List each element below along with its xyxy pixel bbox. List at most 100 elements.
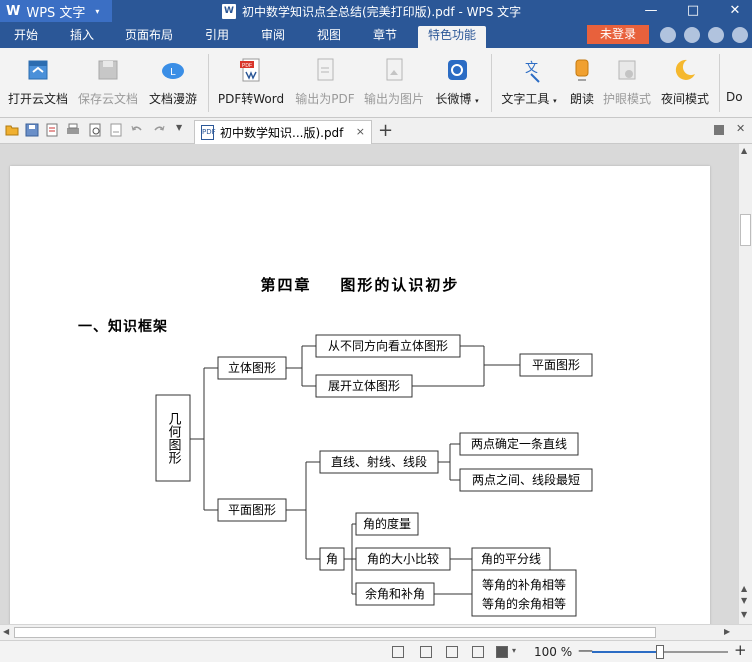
menu-bar: 开始 插入 页面布局 引用 审阅 视图 章节 特色功能 未登录 — [0, 22, 752, 48]
vertical-scroll-thumb[interactable] — [740, 214, 751, 246]
export-pdf-button[interactable]: 输出为PDF — [294, 52, 356, 112]
scroll-up-icon[interactable]: ▲ — [741, 146, 748, 155]
chevron-down-icon: ▾ — [475, 97, 479, 105]
scroll-left-icon[interactable]: ◀ — [3, 627, 10, 636]
login-button[interactable]: 未登录 — [587, 25, 649, 44]
menu-references[interactable]: 引用 — [205, 28, 230, 42]
skin-icon[interactable] — [660, 27, 676, 43]
chevron-down-icon[interactable]: ▾ — [512, 646, 517, 655]
new-tab-button[interactable]: + — [378, 120, 394, 141]
knowledge-tree-diagram: 几何图形 立体图形 从不同方向看立体图形 展开立体图形 平面图形 平面图形 直线… — [155, 334, 593, 617]
print-preview-icon[interactable] — [88, 123, 102, 137]
tree-box-lines — [319, 450, 439, 474]
window-title-text: 初中数学知识点全总结(完美打印版).pdf - WPS 文字 — [242, 5, 522, 19]
ribbon-divider — [208, 54, 209, 112]
undo-icon[interactable] — [130, 123, 144, 137]
menu-special-features[interactable]: 特色功能 — [418, 26, 487, 48]
doc-roaming-button[interactable]: L 文档漫游 — [146, 52, 200, 112]
tree-label-root: 几何图形 — [166, 412, 182, 465]
text-tools-icon: 文 — [525, 60, 540, 83]
zoom-out-button[interactable]: — — [578, 641, 593, 659]
page-view-icon[interactable] — [420, 646, 432, 658]
zoom-slider-fill — [592, 651, 660, 653]
section-title: 一、知识框架 — [78, 319, 168, 335]
read-view-icon[interactable] — [472, 646, 484, 658]
document-tab[interactable]: PDF 初中数学知识...版).pdf × — [194, 120, 372, 144]
save-cloud-doc-button[interactable]: 保存云文档 — [76, 52, 140, 112]
open-cloud-doc-button[interactable]: 打开云文档 — [6, 52, 70, 112]
quick-access-toolbar: ▼ PDF 初中数学知识...版).pdf × + ✕ — [0, 118, 752, 144]
tree-label-shortest: 两点之间、线段最短 — [472, 472, 580, 487]
tree-box-two-points — [459, 432, 579, 456]
tree-box-plane-shape — [519, 353, 593, 377]
settings-icon[interactable] — [732, 27, 748, 43]
night-mode-button[interactable]: 夜间模式 — [658, 52, 712, 112]
tree-labels: 几何图形 立体图形 从不同方向看立体图形 展开立体图形 平面图形 平面图形 直线… — [166, 338, 581, 611]
export-image-button[interactable]: 输出为图片 — [362, 52, 426, 112]
menu-insert[interactable]: 插入 — [70, 28, 95, 42]
menu-page-layout[interactable]: 页面布局 — [125, 28, 174, 42]
tree-label-equal-1: 等角的补角相等 — [482, 577, 566, 592]
read-aloud-button[interactable]: 朗读 — [566, 52, 598, 112]
tree-box-complement — [355, 582, 435, 606]
output-pdf-icon[interactable] — [45, 123, 59, 137]
next-page-icon[interactable]: ▼ — [741, 596, 748, 605]
prev-page-icon[interactable]: ▲ — [741, 584, 748, 593]
scroll-right-icon[interactable]: ▶ — [724, 627, 731, 636]
svg-text:L: L — [170, 67, 176, 78]
eye-protection-button[interactable]: 护眼模式 — [602, 52, 652, 112]
horizontal-scrollbar[interactable]: ◀ ▶ — [0, 624, 752, 640]
zoom-slider-thumb[interactable] — [656, 645, 664, 659]
wps-logo-icon: W — [6, 3, 21, 19]
tree-label-lines: 直线、射线、线段 — [331, 454, 427, 469]
ribbon-label: 文档漫游 — [148, 92, 197, 106]
minimize-button[interactable]: — — [644, 3, 658, 18]
ribbon-label: 输出为PDF — [295, 92, 355, 106]
zoom-slider[interactable] — [592, 645, 728, 659]
app-menu-button[interactable]: W WPS 文字 ▾ — [0, 0, 112, 22]
feedback-icon[interactable] — [684, 27, 700, 43]
horizontal-scroll-thumb[interactable] — [14, 627, 656, 638]
more-icon — [726, 56, 752, 84]
vertical-scrollbar[interactable]: ▲ ▲ ▼ ▼ — [738, 144, 752, 624]
long-weibo-button[interactable]: 长微博 ▾ — [432, 52, 482, 112]
ribbon-label: PDF转Word — [217, 92, 285, 106]
help-icon[interactable] — [708, 27, 724, 43]
save-icon[interactable] — [25, 123, 39, 137]
window-title: W 初中数学知识点全总结(完美打印版).pdf - WPS 文字 — [222, 3, 521, 20]
open-folder-icon[interactable] — [5, 123, 19, 137]
text-tools-button[interactable]: 文 文字工具 ▾ — [498, 52, 560, 112]
maximize-button[interactable]: □ — [686, 3, 700, 18]
format-painter-icon[interactable] — [109, 123, 123, 137]
scroll-down-icon[interactable]: ▼ — [741, 610, 748, 619]
pdf-to-word-icon: PDF — [240, 58, 260, 82]
pdf-to-word-button[interactable]: PDF PDF转Word — [214, 52, 288, 112]
night-mode-icon — [675, 59, 695, 80]
tab-list-icon[interactable] — [714, 125, 724, 135]
long-weibo-icon — [448, 60, 467, 80]
tab-close-all-icon[interactable]: ✕ — [736, 122, 746, 135]
cloud-roam-icon: L — [162, 63, 184, 79]
protect-eye-status-icon[interactable] — [496, 646, 508, 658]
tree-label-angle: 角 — [326, 552, 338, 566]
ribbon-divider — [719, 54, 720, 112]
zoom-level[interactable]: 100 % — [534, 645, 573, 659]
menu-home[interactable]: 开始 — [14, 28, 39, 42]
close-tab-icon[interactable]: × — [355, 125, 365, 138]
zoom-in-button[interactable]: + — [734, 641, 747, 659]
customize-toolbar-icon[interactable]: ▼ — [176, 123, 183, 132]
wps-document-icon: W — [222, 4, 236, 19]
focus-mode-icon[interactable] — [392, 646, 404, 658]
close-button[interactable]: ✕ — [729, 3, 741, 18]
menu-sections[interactable]: 章节 — [373, 28, 398, 42]
menu-view[interactable]: 视图 — [317, 28, 342, 42]
tree-box-compare — [355, 547, 451, 571]
menu-review[interactable]: 审阅 — [261, 28, 286, 42]
tree-box-measure — [355, 512, 419, 536]
svg-text:文: 文 — [525, 60, 538, 75]
more-ribbon-button[interactable]: Do — [726, 52, 752, 112]
redo-icon[interactable] — [152, 123, 166, 137]
outline-view-icon[interactable] — [446, 646, 458, 658]
ribbon-label: 夜间模式 — [660, 92, 709, 106]
print-icon[interactable] — [66, 123, 80, 137]
